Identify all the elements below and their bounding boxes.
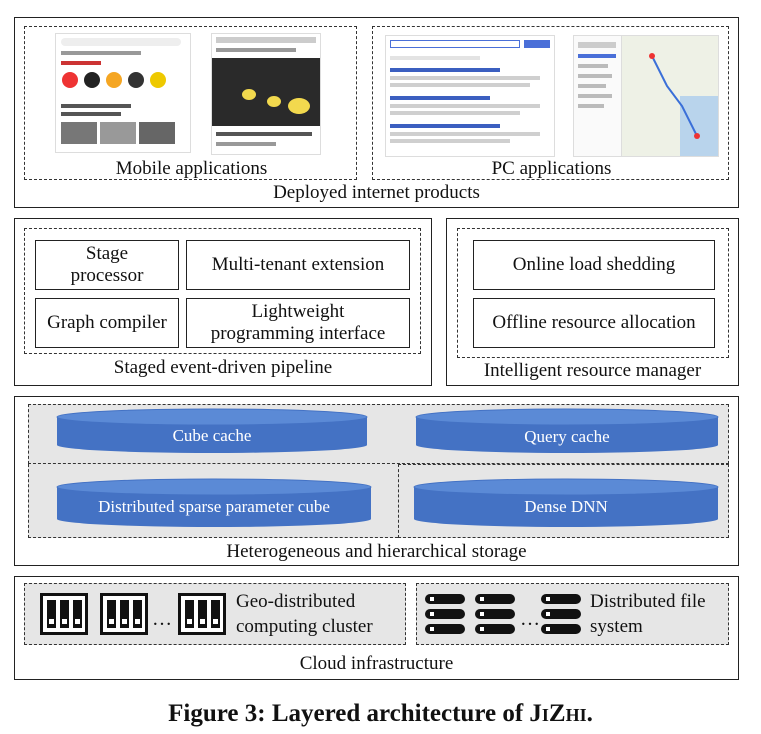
multi-tenant-box: Multi-tenant extension <box>186 240 410 290</box>
sparse-cube-cylinder <box>56 478 372 527</box>
stage-processor-box: Stage processor <box>35 240 179 290</box>
pipeline-panel <box>24 228 421 354</box>
dense-dnn-label: Dense DNN <box>524 497 608 516</box>
pc-screenshot-map <box>573 35 719 157</box>
caption-prefix: Figure 3: Layered architecture of <box>168 700 530 727</box>
graph-compiler-box: Graph compiler <box>35 298 179 348</box>
query-cache-label: Query cache <box>524 427 610 446</box>
file-system-label: Distributed file system <box>590 591 706 637</box>
pc-apps-label: PC applications <box>491 158 612 179</box>
storage-disk-icon <box>541 594 581 634</box>
dense-dnn-cylinder <box>413 478 719 527</box>
figure-caption: Figure 3: Layered architecture of JiZhi. <box>0 700 761 728</box>
map-route <box>649 53 700 139</box>
lightweight-interface-box: Lightweight programming interface <box>186 298 410 348</box>
query-cache-cylinder <box>415 408 719 453</box>
cloud-layer-title: Cloud infrastructure <box>299 653 454 674</box>
storage-layer-title: Heterogeneous and hierarchical storage <box>226 541 527 562</box>
cube-cache-cylinder <box>56 408 368 453</box>
resource-layer-title: Intelligent resource manager <box>483 360 702 381</box>
cluster-ellipsis: … <box>152 608 172 630</box>
cube-cache-label: Cube cache <box>172 426 252 445</box>
pc-apps-panel: PC applications <box>372 26 729 180</box>
caption-system-name: JiZhi <box>529 700 587 727</box>
server-rack-icon <box>178 593 226 635</box>
caption-suffix: . <box>586 700 593 727</box>
server-rack-icon <box>40 593 88 635</box>
mobile-screenshot-news <box>55 33 191 153</box>
mobile-screenshot-video <box>211 33 321 155</box>
storage-disk-icon <box>425 594 465 634</box>
pc-screenshot-search <box>385 35 555 157</box>
resource-panel <box>457 228 729 358</box>
server-rack-icon <box>100 593 148 635</box>
mobile-apps-label: Mobile applications <box>115 158 268 179</box>
sparse-cube-label: Distributed sparse parameter cube <box>98 497 330 516</box>
computing-cluster-label: Geo-distributed computing cluster <box>236 591 373 637</box>
online-load-shedding-box: Online load shedding <box>473 240 715 290</box>
storage-disk-icon <box>475 594 515 634</box>
pipeline-layer-title: Staged event-driven pipeline <box>113 357 333 378</box>
mobile-apps-panel: Mobile applications <box>24 26 357 180</box>
offline-resource-allocation-box: Offline resource allocation <box>473 298 715 348</box>
products-layer-title: Deployed internet products <box>273 182 480 203</box>
filesystem-ellipsis: … <box>520 608 540 630</box>
